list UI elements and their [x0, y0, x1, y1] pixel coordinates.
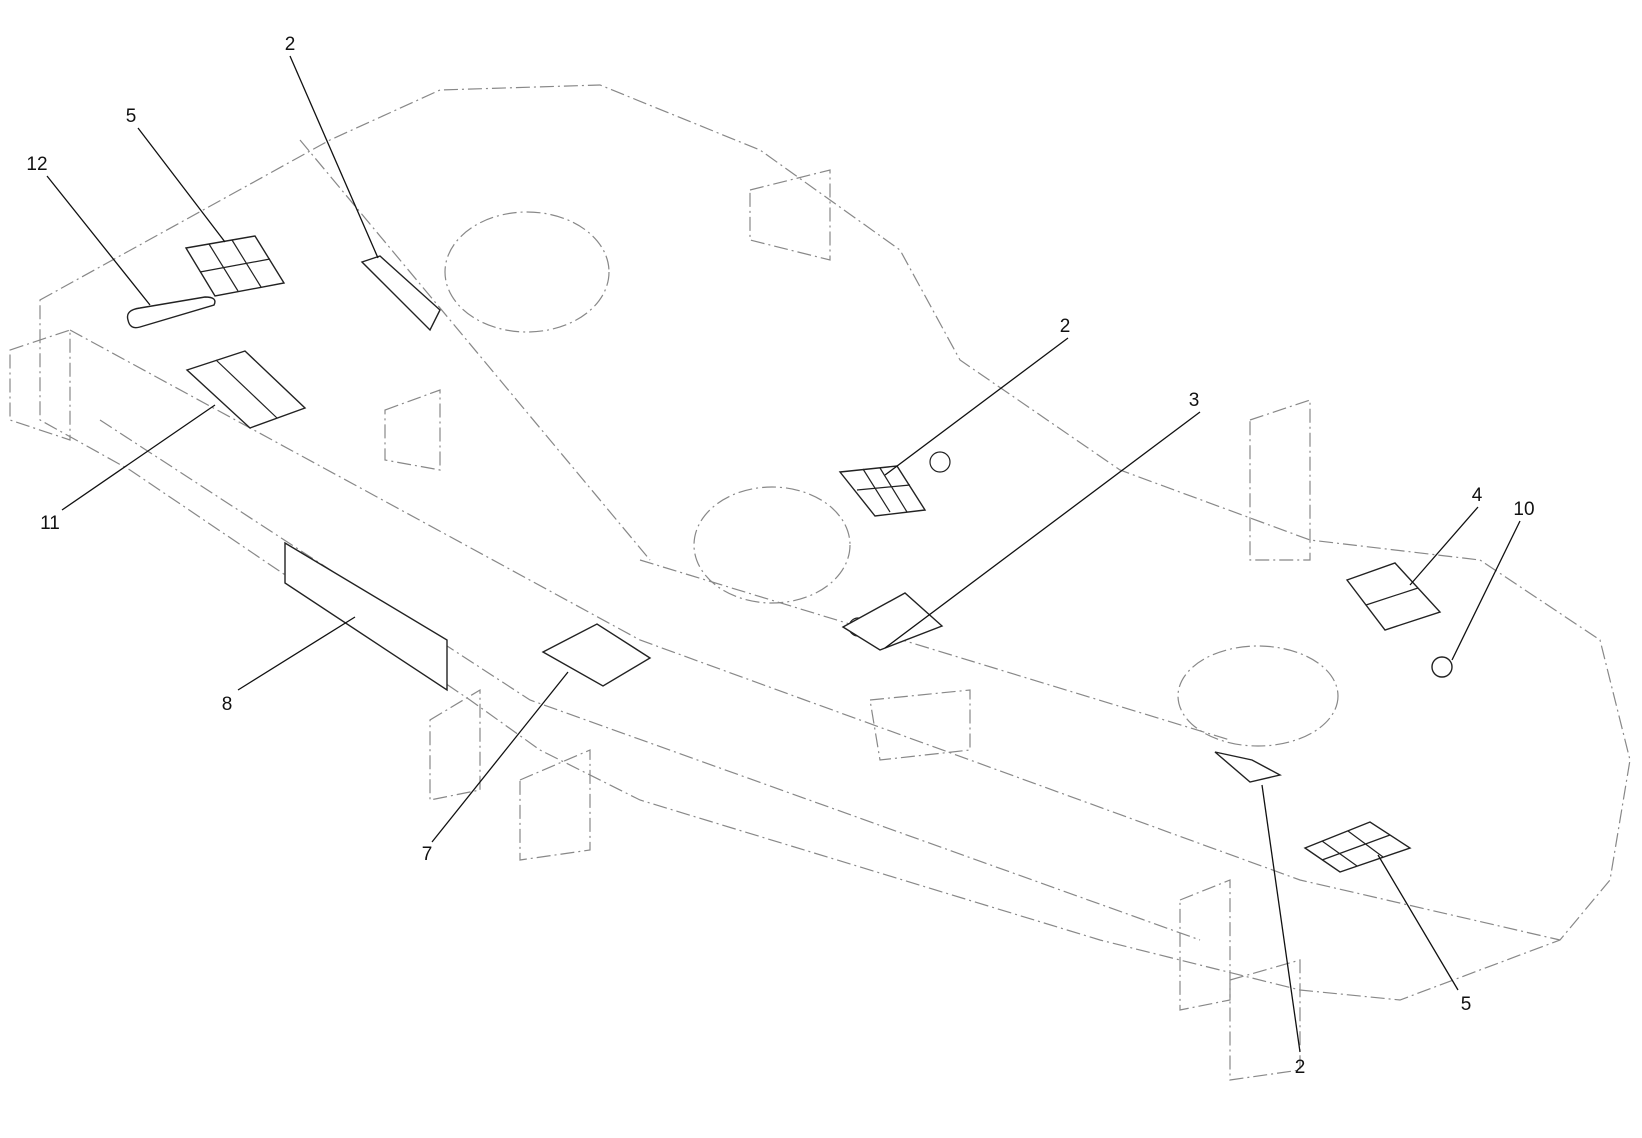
callout-7: 7 — [422, 844, 433, 865]
callout-4: 4 — [1472, 485, 1483, 506]
callout-2-bottom: 2 — [1295, 1057, 1306, 1078]
decal-10 — [1431, 656, 1453, 678]
callout-5-right: 5 — [1461, 994, 1472, 1015]
mower-deck-outline — [9, 84, 1631, 1081]
decal-2-top — [360, 255, 441, 332]
decal-5-right — [1303, 821, 1412, 873]
callout-8: 8 — [222, 694, 233, 715]
leader-lines — [46, 55, 1521, 1053]
decal-3 — [841, 592, 944, 651]
callout-10: 10 — [1513, 499, 1534, 520]
decal-4 — [1345, 562, 1442, 631]
decal-12 — [126, 296, 216, 329]
decal-7 — [541, 623, 652, 687]
callout-2-center: 2 — [1060, 316, 1071, 337]
decal-11 — [185, 350, 307, 429]
decal-2-bottom — [1214, 751, 1282, 783]
decal-5-left — [184, 235, 286, 297]
callout-3: 3 — [1189, 390, 1200, 411]
callout-5-left: 5 — [126, 106, 137, 127]
callout-11: 11 — [40, 513, 60, 534]
callout-2-top: 2 — [285, 34, 296, 55]
callout-12: 12 — [26, 154, 47, 175]
decal-2-center — [838, 465, 927, 517]
decal-8 — [284, 541, 448, 692]
